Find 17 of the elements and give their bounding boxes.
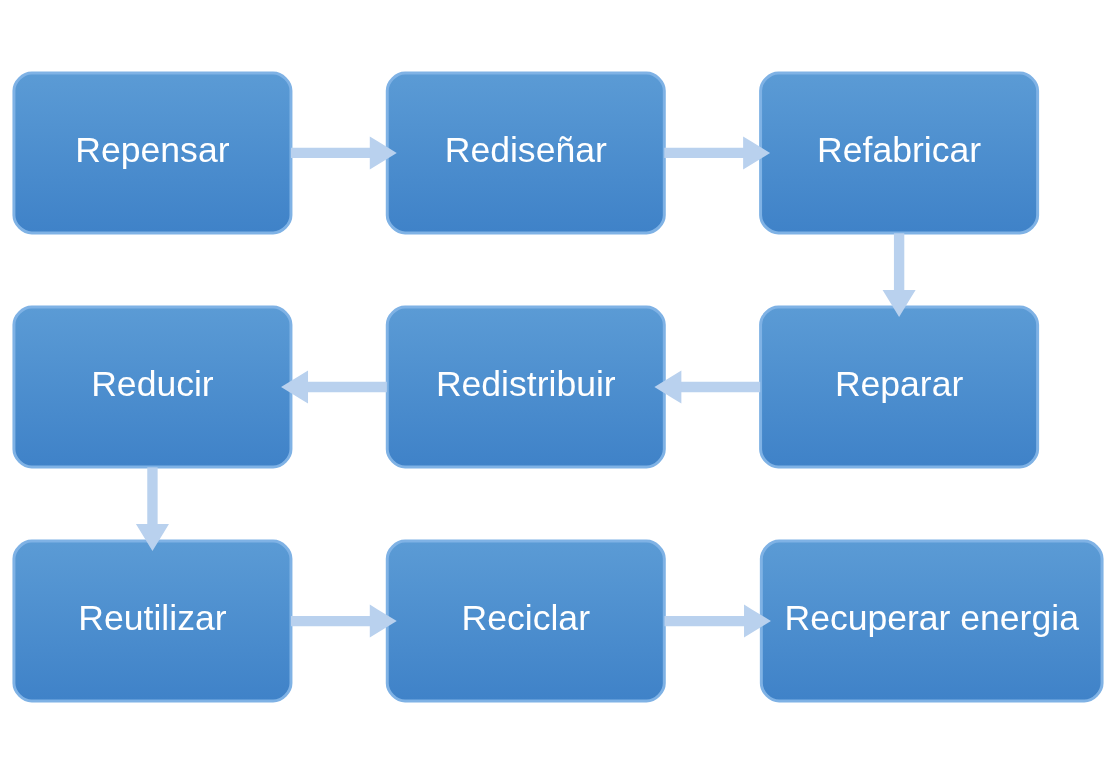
- node-box: Reutilizar: [12, 539, 293, 703]
- arrow: [664, 604, 771, 638]
- arrow: [882, 232, 916, 317]
- arrow: [135, 466, 169, 551]
- node-box: Repensar: [12, 70, 293, 234]
- node-box: Rediseñar: [385, 70, 666, 234]
- node-box: Redistribuir: [385, 305, 666, 468]
- node-box: Recuperar energia: [759, 539, 1104, 703]
- node-box: Reparar: [759, 305, 1040, 468]
- arrow: [654, 370, 761, 403]
- node-box: Reciclar: [385, 539, 666, 703]
- arrow: [281, 370, 387, 403]
- arrow: [291, 135, 397, 169]
- arrow: [664, 135, 771, 169]
- arrow: [291, 604, 397, 638]
- node-box: Refabricar: [759, 70, 1040, 234]
- node-box: Reducir: [12, 305, 293, 468]
